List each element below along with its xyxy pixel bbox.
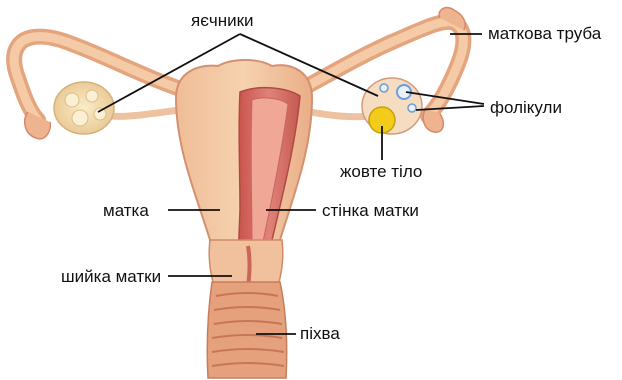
label-fallopian-tube: маткова труба xyxy=(488,25,601,42)
label-uterine-wall: стінка матки xyxy=(322,202,419,219)
label-cervix: шийка матки xyxy=(61,268,161,285)
follicle-2 xyxy=(380,84,388,92)
cervical-canal xyxy=(248,246,250,286)
label-corpus-luteum: жовте тіло xyxy=(340,163,422,180)
follicle-3 xyxy=(408,104,416,112)
label-uterus: матка xyxy=(103,202,149,219)
label-vagina: піхва xyxy=(300,325,340,342)
right-ovary xyxy=(362,78,422,134)
label-follicles: фолікули xyxy=(490,99,562,116)
cervix-shape xyxy=(209,240,283,286)
label-ovaries: яєчники xyxy=(191,12,254,29)
